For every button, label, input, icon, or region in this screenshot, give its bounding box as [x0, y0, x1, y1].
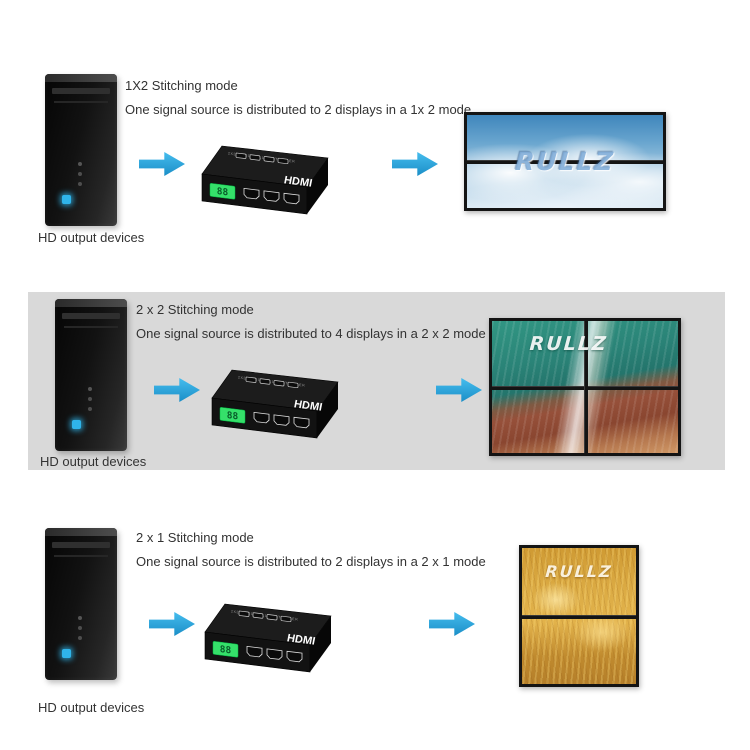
pc-tower — [45, 74, 117, 226]
hdmi-port-icon — [263, 156, 275, 163]
pc-tower — [55, 299, 127, 451]
hdmi-port-icon — [277, 157, 289, 165]
led-display — [219, 407, 246, 424]
controller-right-face — [310, 616, 331, 672]
flow-arrow-icon — [149, 612, 195, 636]
video-wall-controller: 2X2 VIDEO WALL CONTROLLER HDMI 88 — [201, 145, 329, 215]
hdmi-port-icon — [273, 414, 290, 426]
hdmi-port-icon — [266, 648, 283, 660]
hdmi-port-icon — [249, 154, 261, 161]
controller-right-face — [317, 382, 338, 438]
hdmi-port-icon — [283, 192, 300, 205]
row-description: One signal source is distributed to 2 di… — [136, 554, 486, 569]
hdmi-port-icon — [287, 381, 299, 389]
video-wall-1x2: RULLZ — [464, 112, 666, 211]
hdmi-logo: HDMI — [284, 174, 313, 190]
hdmi-port-icon — [273, 380, 285, 387]
hdmi-port-icon — [245, 376, 257, 383]
tower-top-cap — [55, 299, 127, 307]
led-display — [209, 183, 236, 200]
hdmi-port-icon — [259, 378, 271, 385]
row-title: 1X2 Stitching mode — [125, 78, 238, 93]
tower-power-led — [62, 649, 72, 658]
hdmi-port-icon — [235, 152, 247, 159]
hdmi-logo: HDMI — [294, 398, 323, 414]
controller-right-face — [307, 158, 328, 214]
wall-bezel-vertical — [583, 321, 588, 453]
pc-tower — [45, 528, 117, 680]
tower-power-led — [62, 195, 72, 204]
tower-buttons — [78, 162, 83, 166]
hd-output-devices-label: HD output devices — [38, 700, 145, 715]
led-value: 88 — [217, 186, 229, 198]
wall-bezel-horizontal — [467, 160, 663, 164]
hd-output-devices-label: HD output devices — [38, 230, 145, 245]
video-wall-controller: 2X2 VIDEO WALL CONTROLLER HDMI 88 — [211, 369, 339, 439]
row-description: One signal source is distributed to 2 di… — [125, 102, 472, 117]
row-title: 2 x 1 Stitching mode — [136, 530, 254, 545]
hd-output-devices-label: HD output devices — [40, 454, 147, 469]
rullz-watermark: RULLZ — [544, 561, 614, 581]
hdmi-port-icon — [280, 615, 292, 623]
hdmi-port-icon — [252, 612, 264, 619]
row-description: One signal source is distributed to 4 di… — [136, 326, 486, 341]
hdmi-port-icon — [263, 190, 280, 202]
rullz-watermark: RULLZ — [528, 332, 609, 355]
tower-buttons — [88, 387, 93, 391]
led-display — [212, 641, 239, 658]
row-title: 2 x 2 Stitching mode — [136, 302, 254, 317]
tower-buttons — [78, 616, 83, 620]
tower-drive-bay — [52, 542, 110, 548]
hdmi-port-icon — [266, 614, 278, 621]
flow-arrow-icon — [139, 152, 185, 176]
led-value: 88 — [227, 410, 239, 422]
hdmi-port-icon — [293, 416, 310, 429]
video-wall-2x1: RULLZ — [519, 545, 639, 687]
tower-top-cap — [45, 74, 117, 82]
video-wall-controller: 2X2 VIDEO WALL CONTROLLER HDMI 88 — [204, 603, 332, 673]
tower-drive-bay — [52, 88, 110, 94]
hdmi-port-icon — [253, 411, 270, 424]
tower-top-cap — [45, 528, 117, 536]
flow-arrow-icon — [392, 152, 438, 176]
flow-arrow-icon — [429, 612, 475, 636]
hdmi-port-icon — [243, 187, 260, 200]
tower-power-led — [72, 420, 82, 429]
hdmi-port-icon — [238, 610, 250, 617]
wall-bezel-horizontal — [522, 614, 636, 619]
hdmi-port-icon — [286, 650, 303, 663]
hdmi-logo: HDMI — [287, 632, 316, 648]
video-wall-2x2: RULLZ — [489, 318, 681, 456]
tower-drive-bay — [62, 313, 120, 319]
rullz-watermark: RULLZ — [514, 146, 616, 176]
hdmi-port-icon — [246, 645, 263, 658]
led-value: 88 — [220, 644, 232, 656]
